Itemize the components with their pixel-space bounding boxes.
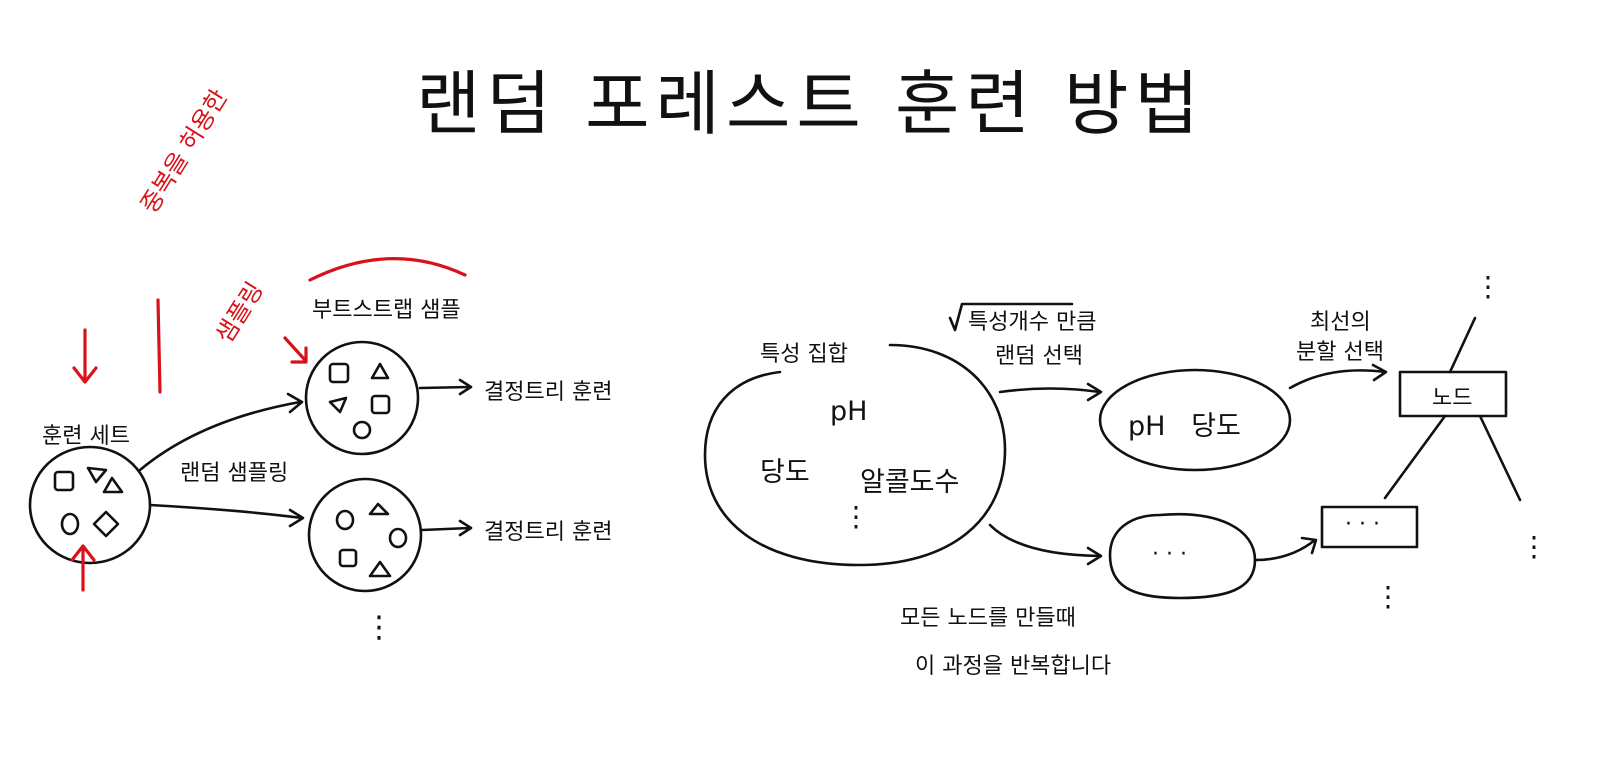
arrow-to-next-node <box>1253 536 1318 562</box>
sqrt-feature-count-label: 특성개수 만큼 <box>968 310 1097 335</box>
selected-features-ellipse <box>1098 368 1292 472</box>
next-blob-dots: · · · <box>1152 542 1187 567</box>
sqrt-symbol <box>948 302 1074 332</box>
tree-line <box>1383 414 1447 500</box>
sample-circle-shape <box>335 509 355 531</box>
feature-sugar: 당도 <box>760 457 810 488</box>
random-sampling-label: 랜덤 샘플링 <box>180 461 289 486</box>
node-box <box>1398 370 1508 418</box>
sample-square-shape <box>53 470 75 492</box>
sample-circle-shape <box>388 527 408 549</box>
red-arrow-top <box>72 328 98 384</box>
tree-bottom-ellipsis: ⋮ <box>1374 580 1402 613</box>
red-line-vertical <box>156 298 162 394</box>
red-arrow-bottom <box>70 544 96 592</box>
sample-triangle-shape <box>368 560 392 578</box>
tree-train-label-2: 결정트리 훈련 <box>484 520 613 545</box>
feature-set-label: 특성 집합 <box>760 342 848 367</box>
random-select-label: 랜덤 선택 <box>995 344 1083 369</box>
arrow-to-bootstrap-1 <box>138 392 304 472</box>
arrow-to-tree-1 <box>418 378 473 396</box>
feature-ellipsis: ⋮ <box>842 500 870 533</box>
sample-triangle-shape <box>102 476 124 494</box>
ellipsis-vertical: ⋮ <box>364 610 394 645</box>
feature-set-blob <box>703 343 1007 567</box>
arrow-random-select <box>998 382 1103 402</box>
red-arrow-bootstrap <box>283 336 308 364</box>
tree-top-ellipsis: ⋮ <box>1474 270 1502 303</box>
next-node-dots: · · · <box>1345 512 1380 537</box>
sample-triangle-shape <box>370 362 390 380</box>
best-split-label-2: 분할 선택 <box>1296 340 1384 365</box>
training-set-label: 훈련 세트 <box>42 424 130 449</box>
bootstrap-sample-circle-2 <box>307 477 423 593</box>
best-split-label-1: 최선의 <box>1310 310 1371 335</box>
page-title: 랜덤 포레스트 훈련 방법 <box>416 63 1205 145</box>
bootstrap-sample-label: 부트스트랩 샘플 <box>312 298 461 323</box>
tree-right-ellipsis: ⋮ <box>1520 530 1548 563</box>
selected-features-label: pH 당도 <box>1128 411 1241 442</box>
next-node-blob <box>1108 512 1257 600</box>
sample-diamond-shape <box>92 510 120 538</box>
sample-triangle-shape <box>368 502 390 516</box>
red-curve-bootstrap <box>308 257 467 282</box>
sample-triangle-shape <box>328 396 348 414</box>
node-label: 노드 <box>1432 386 1473 411</box>
arrow-to-tree-2 <box>420 519 473 537</box>
bootstrap-sample-circle-1 <box>304 340 420 456</box>
repeat-label-2: 이 과정을 반복합니다 <box>915 654 1112 679</box>
arrow-best-split <box>1288 363 1388 390</box>
sample-triangle-shape <box>86 466 108 484</box>
next-node-box <box>1320 505 1419 549</box>
tree-line <box>1448 316 1477 374</box>
sample-square-shape <box>328 362 350 384</box>
arrow-to-bootstrap-2 <box>148 503 305 528</box>
sample-square-shape <box>370 394 391 415</box>
training-set-circle <box>28 445 152 565</box>
tree-train-label-1: 결정트리 훈련 <box>484 380 613 405</box>
tree-line <box>1478 414 1522 502</box>
repeat-label-1: 모든 노드를 만들때 <box>900 606 1076 631</box>
sample-square-shape <box>338 548 358 568</box>
arrow-repeat <box>988 523 1103 566</box>
feature-alcohol: 알콜도수 <box>860 467 960 498</box>
sample-circle-shape <box>60 512 80 536</box>
feature-ph: pH <box>830 396 868 427</box>
sample-circle-shape <box>352 420 372 440</box>
